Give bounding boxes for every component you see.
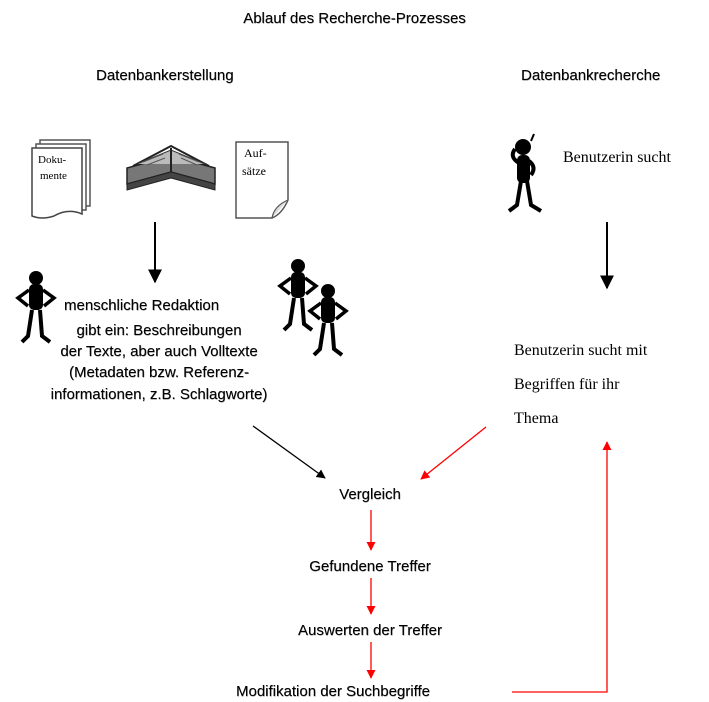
arrow-modify-loop-back: [512, 441, 612, 693]
right-column-heading: Datenbankrecherche: [521, 67, 661, 84]
flow-step-found: Gefundene Treffer: [309, 558, 431, 575]
document-label-line1: Doku-: [38, 154, 67, 166]
query-line-2: Begriffen für ihr: [514, 376, 620, 393]
arrow-redaktion-to-compare: [252, 425, 326, 479]
arrow-query-to-compare: [420, 426, 487, 480]
document-stack-icon: [31, 139, 91, 219]
paper-label-line2: sätze: [242, 164, 266, 178]
redaktion-label: menschliche Redaktion: [64, 297, 220, 314]
paper-label-line1: Auf-: [244, 146, 267, 160]
query-line-3: Thema: [514, 410, 559, 427]
person-icon: [15, 271, 57, 344]
description-line-3: (Metadaten bzw. Referenz-: [68, 364, 250, 381]
page-title: Ablauf des Recherche-Prozesses: [243, 10, 466, 27]
thinking-person-icon: [507, 133, 543, 213]
description-line-1: gibt ein: Beschreibungen: [76, 322, 242, 339]
open-book-icon: [126, 144, 216, 191]
user-searches-label: Benutzerin sucht: [563, 149, 671, 166]
query-line-1: Benutzerin sucht mit: [514, 342, 648, 359]
person-icon: [307, 284, 349, 357]
flow-step-evaluate: Auswerten der Treffer: [298, 622, 442, 639]
person-icon: [277, 259, 319, 332]
description-line-4: informationen, z.B. Schlagworte): [50, 386, 268, 403]
description-line-2: der Texte, aber auch Volltexte: [60, 343, 258, 360]
paper-sheet-icon: [235, 141, 289, 219]
flow-step-modify: Modifikation der Suchbegriffe: [236, 683, 431, 700]
flow-step-compare: Vergleich: [339, 486, 401, 503]
document-label-line2: mente: [40, 170, 67, 182]
left-column-heading: Datenbankerstellung: [96, 67, 234, 84]
